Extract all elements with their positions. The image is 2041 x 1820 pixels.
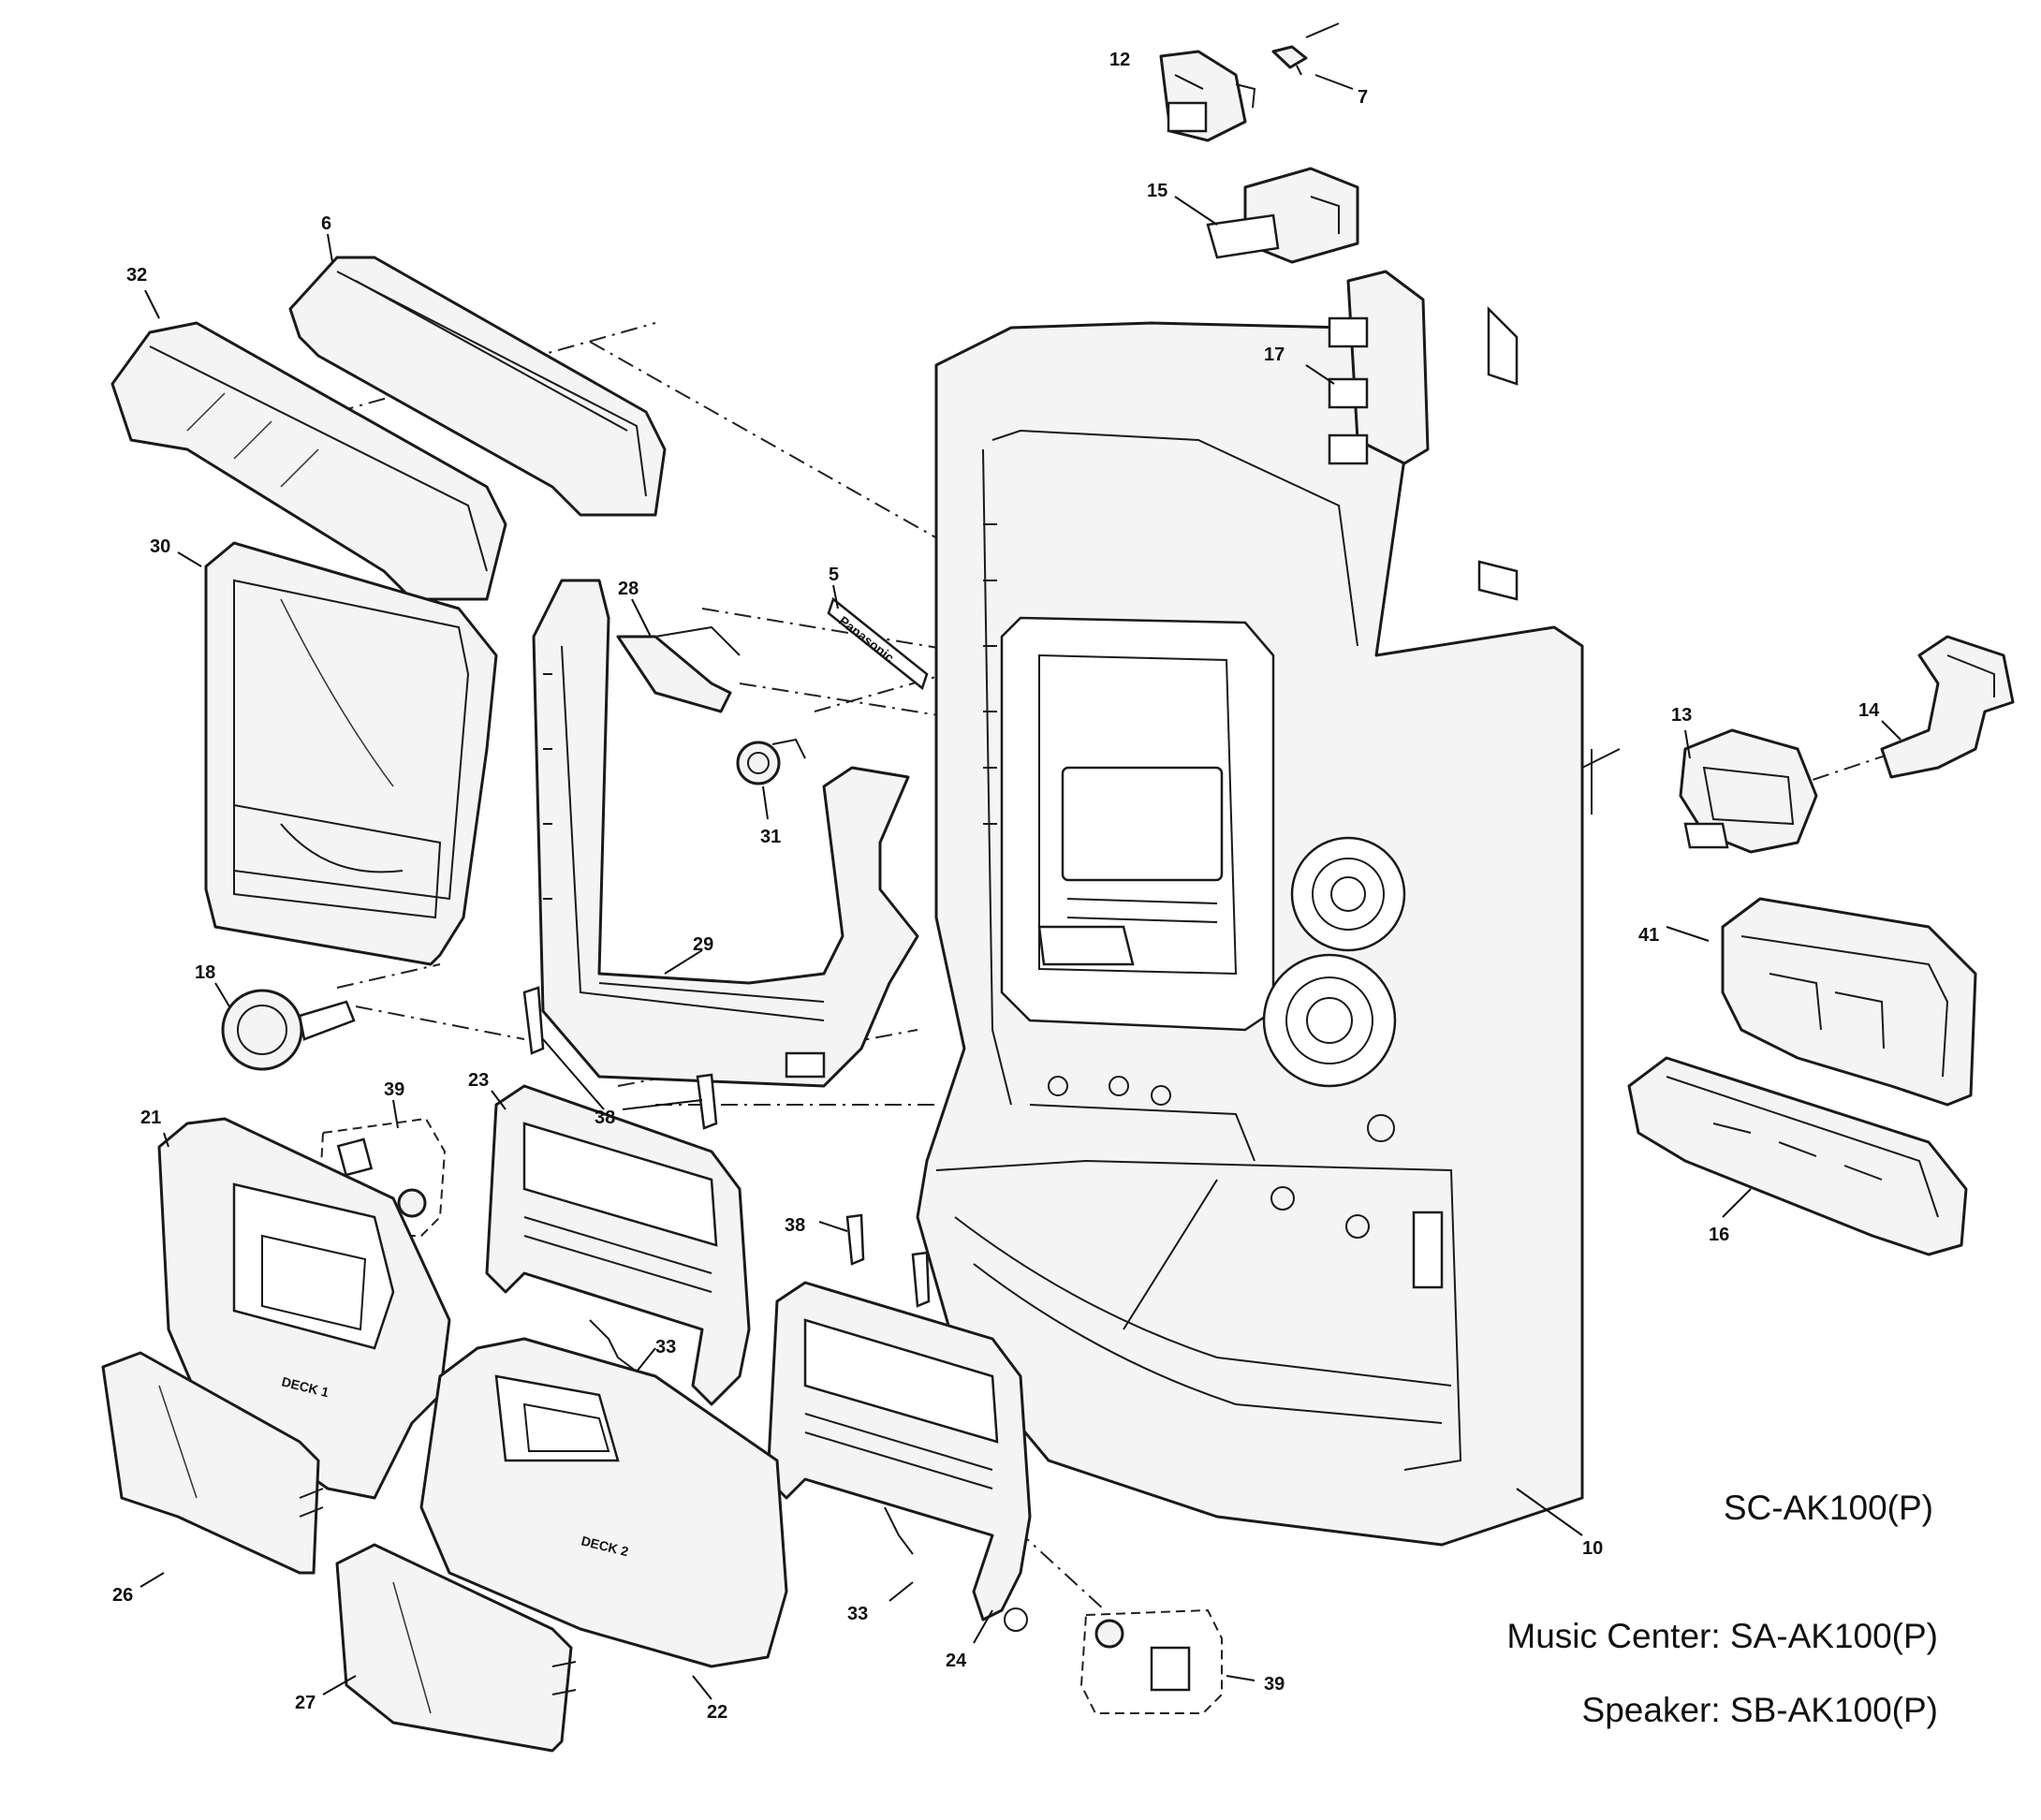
callout-16: 16 — [1709, 1225, 1729, 1245]
callout-31: 31 — [760, 827, 781, 847]
part-39-group-right — [1079, 1608, 1223, 1714]
button-strip-17 — [1328, 270, 1430, 465]
callout-7: 7 — [1358, 87, 1368, 108]
shaft-part-14 — [1880, 635, 2015, 779]
top-trim-piece-6 — [288, 256, 667, 517]
callout-29: 29 — [693, 934, 713, 955]
callout-13: 13 — [1671, 705, 1692, 726]
callout-23: 23 — [468, 1070, 489, 1091]
callout-10: 10 — [1582, 1538, 1603, 1559]
callout-33a: 33 — [655, 1337, 676, 1358]
deck-bracket-24 — [766, 1281, 1032, 1632]
main-front-panel — [916, 305, 1621, 1547]
callout-28: 28 — [618, 579, 639, 599]
callout-15: 15 — [1147, 181, 1167, 201]
speaker-model-label: Speaker: SB-AK100(P) — [1581, 1691, 1938, 1729]
callout-39b: 39 — [1264, 1674, 1285, 1695]
callout-27: 27 — [295, 1693, 316, 1713]
callout-17: 17 — [1264, 345, 1285, 365]
volume-knob-18 — [221, 989, 356, 1071]
button-assembly-16 — [1627, 1056, 1968, 1256]
music-center-model-label: Music Center: SA-AK100(P) — [1506, 1617, 1938, 1655]
top-trim-piece-32 — [110, 321, 507, 601]
knob-ring-31 — [736, 738, 806, 785]
switch-part-15 — [1206, 167, 1359, 264]
callout-5: 5 — [829, 565, 839, 585]
leader-lines — [139, 74, 1902, 1700]
deck2-door-27 — [335, 1543, 577, 1753]
button-assembly-41 — [1721, 897, 1977, 1107]
cd-door-30 — [204, 541, 498, 966]
callout-18: 18 — [195, 962, 215, 983]
center-bezel-29 — [532, 579, 919, 1088]
switch-part-12 — [1159, 50, 1256, 142]
callout-38a: 38 — [595, 1108, 615, 1128]
deck1-door-26 — [101, 1351, 324, 1575]
callout-22: 22 — [707, 1702, 727, 1723]
callout-14: 14 — [1858, 700, 1880, 721]
deck2-panel-22: DECK 2 — [419, 1337, 788, 1668]
callout-41: 41 — [1638, 925, 1659, 946]
springs-33 — [589, 1319, 914, 1555]
callout-32: 32 — [126, 265, 147, 286]
callout-21: 21 — [140, 1108, 161, 1128]
callout-24: 24 — [946, 1651, 967, 1671]
callout-12: 12 — [1109, 50, 1130, 70]
part-39-group-left — [316, 1117, 447, 1237]
callout-38b: 38 — [785, 1215, 805, 1236]
connector-part-7 — [1271, 22, 1340, 76]
callout-6: 6 — [321, 213, 331, 234]
callout-33b: 33 — [847, 1604, 868, 1624]
button-bracket-28 — [616, 625, 741, 713]
system-model-label: SC-AK100(P) — [1723, 1489, 1933, 1527]
callout-26: 26 — [112, 1585, 133, 1606]
callout-39a: 39 — [384, 1079, 404, 1100]
callout-30: 30 — [150, 536, 170, 557]
callout-numbers: 12 7 15 17 13 14 41 16 10 32 6 30 28 5 3… — [112, 50, 1880, 1723]
jog-mechanism-13 — [1679, 728, 1818, 854]
spring-clips-38 — [522, 986, 931, 1308]
deck-bracket-23 — [485, 1084, 751, 1406]
